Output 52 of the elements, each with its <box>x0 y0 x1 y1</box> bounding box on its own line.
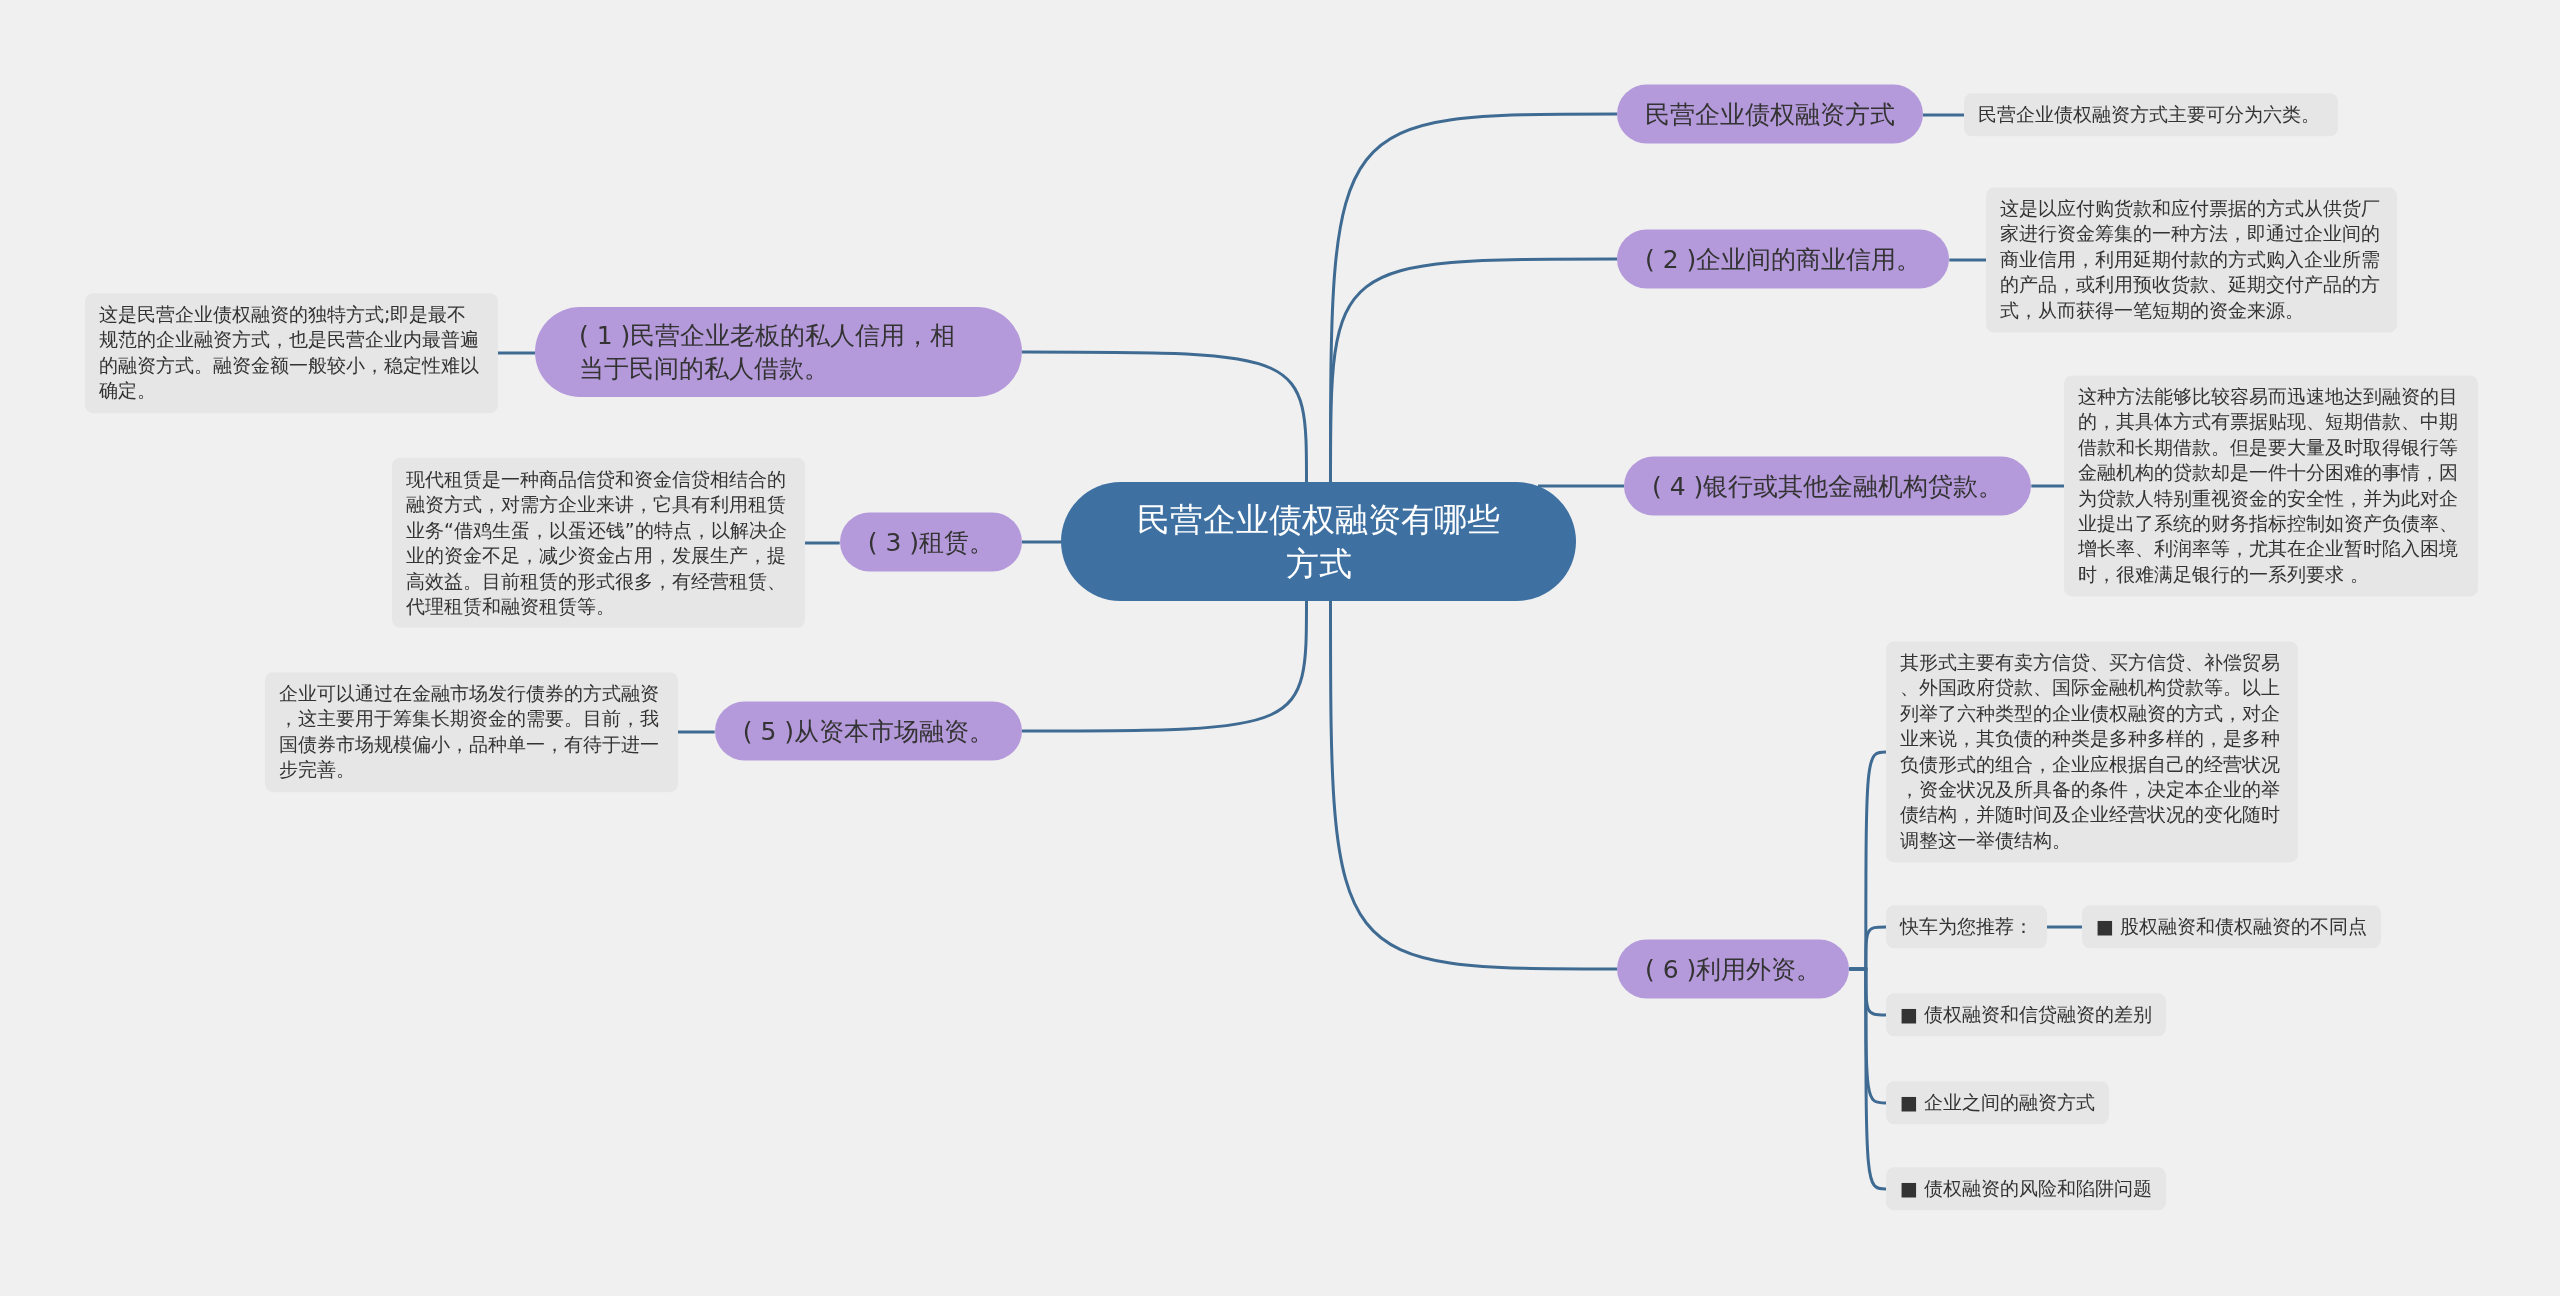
topic-label: 民营企业债权融资方式 <box>1645 98 1895 131</box>
note-card <box>392 457 805 629</box>
recommendation-text: ■ 股权融资和债权融资的不同点 <box>2096 914 2367 940</box>
note-text: 这是以应付购货款和应付票据的方式从供货厂家进行资金筹集的一种方法，即通过企业间的商业信用，利用延期付款的方式购入企业所需的产品，或利用预收货款、延期交付产品的方式，从而获得一笔短期的资金来源。 <box>2000 196 2381 324</box>
connector-line <box>1329 601 1617 971</box>
recommendation-card <box>2082 905 2381 949</box>
connector-line <box>2047 925 2082 929</box>
recommendation-text: ■ 债权融资的风险和陷阱问题 <box>1900 1176 2152 1202</box>
connector-line <box>1849 967 1887 1191</box>
note-card <box>1964 93 2338 137</box>
note-card <box>2064 375 2478 597</box>
topic-label: ( 6 )利用外资。 <box>1645 953 1822 986</box>
note-text: 现代租赁是一种商品信贷和资金信贷相结合的融资方式，对需方企业来讲，它具有利用租赁业务“借鸡生蛋，以蛋还钱”的特点，以解决企业的资金不足，减少资金占用，发展生产，提高效益。目前租赁的形式很多，有经营租赁、代理租赁和融资租赁等。 <box>406 466 788 619</box>
note-card <box>265 672 678 792</box>
topic-label: ( 2 )企业间的商业信用。 <box>1645 243 1922 276</box>
topic-label: ( 3 )租赁。 <box>867 526 994 559</box>
connector-line <box>498 351 535 355</box>
topic-pill <box>1617 939 1850 999</box>
recommendation-card <box>1886 993 2166 1037</box>
topic-pill <box>1617 84 1923 144</box>
recommendation-card <box>1886 1167 2166 1211</box>
note-text: 民营企业债权融资方式主要可分为六类。 <box>1978 102 2321 128</box>
connector-line <box>1949 258 1986 262</box>
connector-line <box>1537 484 1624 488</box>
prompt-text: 快车为您推荐： <box>1900 914 2033 940</box>
prompt-card <box>1886 905 2047 949</box>
connector-line <box>1022 601 1308 733</box>
note-text: 这是民营企业债权融资的独特方式;即是最不规范的企业融资方式，也是民营企业内最普遍的融资方式。融资金额一般较小，稳定性难以确定。 <box>99 302 480 404</box>
central-topic-label: 民营企业债权融资有哪些方式 <box>1136 498 1501 585</box>
topic-pill <box>714 701 1022 761</box>
connector-line <box>1022 540 1061 544</box>
recommendation-text: ■ 企业之间的融资方式 <box>1900 1090 2095 1116</box>
connector-line <box>1329 257 1617 482</box>
note-text: 其形式主要有卖方信贷、买方信贷、补偿贸易、外国政府贷款、国际金融机构贷款等。以上列举了六种类型的企业债权融资的方式，对企业来说，其负债的种类是多种多样的，是多种负债形式的组合，企业应根据自己的经营状况，资金状况及所具备的条件，决定本企业的举债结构，并随时间及企业经营状况的变化随时调整这一举债结构。 <box>1900 650 2281 854</box>
connector-line <box>805 541 840 545</box>
topic-pill <box>1624 456 2032 516</box>
recommendation-card <box>1886 1081 2109 1125</box>
topic-pill <box>1617 229 1950 289</box>
connector-line <box>1923 113 1964 117</box>
topic-label: ( 4 )银行或其他金融机构贷款。 <box>1652 470 2004 503</box>
note-card <box>1986 187 2397 333</box>
note-text: 这种方法能够比较容易而迅速地达到融资的目的，其具体方式有票据贴现、短期借款、中期借款和长期借款。但是要大量及时取得银行等金融机构的贷款却是一件十分困难的事情，因为贷款人特别重视资金的安全性，并为此对企业提出了系统的财务指标控制如资产负债率、增长率、利润率等，尤其在企业暂时陷入困境时，很难满足银行的一系列要求 。 <box>2078 384 2459 588</box>
recommendation-text: ■ 债权融资和信贷融资的差别 <box>1900 1002 2152 1028</box>
connector-line <box>2031 484 2064 488</box>
topic-label: ( 1 )民营企业老板的私人信用，相当于民间的私人借款。 <box>579 320 957 385</box>
note-card <box>1886 641 2298 863</box>
connector-line <box>678 730 715 734</box>
note-card <box>85 293 498 413</box>
note-text: 企业可以通过在金融市场发行债券的方式融资，这主要用于筹集长期资金的需要。目前，我国债券市场规模偏小，品种单一，有待于进一步完善。 <box>279 681 660 783</box>
connector-line <box>1022 350 1308 482</box>
topic-label: ( 5 )从资本市场融资。 <box>742 715 994 748</box>
topic-pill <box>839 512 1022 572</box>
